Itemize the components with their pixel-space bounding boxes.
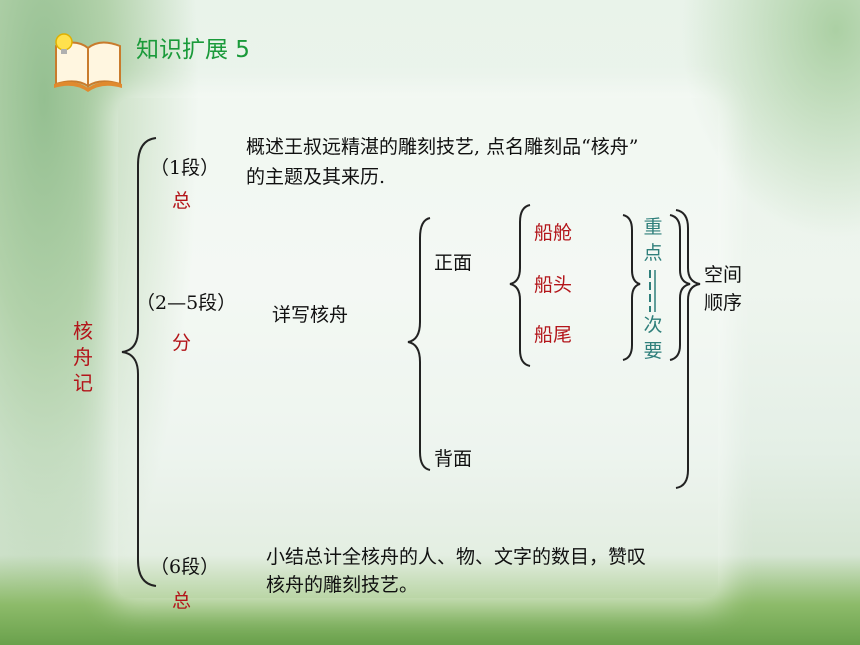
emphasis-minor: 次要 <box>643 314 663 362</box>
page-title: 知识扩展 5 <box>136 37 250 63</box>
order-line2: 顺序 <box>704 292 743 314</box>
root-label: 核舟记 <box>73 319 93 395</box>
part-cabin: 船舱 <box>534 222 573 244</box>
part1-label: （1段） <box>150 157 220 179</box>
part3-desc-line1: 小结总计全核舟的人、物、文字的数目，赞叹 <box>266 546 647 568</box>
order-line1: 空间 <box>704 264 743 286</box>
emphasis-open-brace <box>622 214 641 361</box>
part-bow: 船头 <box>534 274 573 296</box>
order-brace <box>675 209 701 489</box>
book-icon <box>54 33 122 92</box>
part2-desc: 详写核舟 <box>272 304 349 326</box>
emphasis-key: 重点 <box>643 216 663 264</box>
part1-desc-line2: 的主题及其来历. <box>246 166 386 188</box>
part3-tag: 总 <box>172 590 192 612</box>
part-stern: 船尾 <box>534 324 573 346</box>
main-brace <box>121 137 157 587</box>
parts-brace <box>509 204 531 367</box>
front-label: 正面 <box>434 252 473 274</box>
part2-label: （2—5段） <box>136 292 237 314</box>
emphasis-close-brace <box>669 214 691 361</box>
part2-tag: 分 <box>172 332 192 354</box>
part1-tag: 总 <box>172 190 192 212</box>
side-brace <box>407 217 431 471</box>
tree-decoration-right <box>680 0 860 240</box>
part3-desc-line2: 核舟的雕刻技艺。 <box>266 574 419 596</box>
part3-label: （6段） <box>150 556 220 578</box>
back-label: 背面 <box>434 448 473 470</box>
part1-desc-line1: 概述王叔远精湛的雕刻技艺, 点名雕刻品“核舟” <box>246 136 639 158</box>
grass-decoration <box>0 555 860 645</box>
tree-decoration <box>0 0 200 645</box>
